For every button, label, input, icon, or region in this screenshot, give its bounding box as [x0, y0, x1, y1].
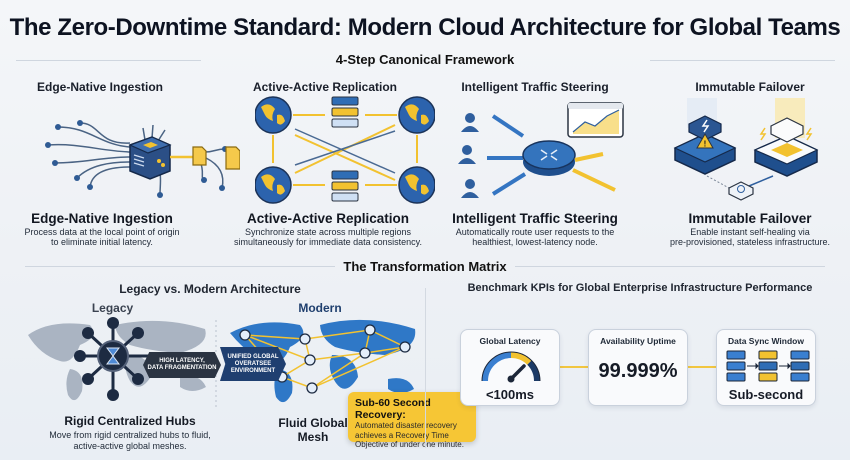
recovery-callout: Sub-60 Second Recovery: Automated disast…	[348, 392, 476, 449]
legacy-banner: High latency,data fragmentation	[143, 352, 221, 378]
legacy-banner-line2: data fragmentation	[147, 365, 217, 371]
svg-text:!: !	[704, 140, 707, 149]
step-desc-edge-1: Process data at the local point of origi…	[24, 227, 180, 237]
legacy-hub-nodes	[74, 317, 144, 401]
modern-label: Modern	[298, 301, 342, 315]
step-desc-edge-2: to eliminate initial latency.	[51, 237, 153, 247]
modern-caption-line1: Fluid Global	[278, 416, 348, 430]
modern-banner-line3: environment	[230, 367, 276, 374]
globe-nodes	[255, 96, 435, 204]
kpi-value-sync: Sub-second	[728, 387, 804, 402]
data-sync-icon	[726, 350, 810, 382]
step-heading-failover: Immutable Failover	[695, 80, 805, 94]
legacy-caption-line2: active-active global meshes.	[73, 441, 187, 451]
mesh-nodes	[239, 324, 411, 394]
step-heading-traffic: Intelligent Traffic Steering	[461, 80, 609, 94]
step-heading-replication: Active-Active Replication	[252, 80, 398, 94]
kpi-card-latency: Global Latency <100ms	[460, 329, 560, 406]
divider	[16, 60, 201, 61]
panel-divider	[425, 288, 426, 448]
server-failover-icon: !	[673, 98, 819, 201]
callout-line2: achieves a Recovery Time	[355, 430, 449, 440]
step-desc-failover-1: Enable instant self-healing via	[690, 227, 810, 237]
modern-caption-line2: Mesh	[297, 430, 329, 444]
kpi-card-sync: Data Sync Window Sub-second	[716, 329, 816, 406]
kpi-title: Benchmark KPIs for Global Enterprise Inf…	[467, 282, 813, 294]
legacy-banner-line1: High latency,	[159, 358, 205, 364]
divider	[25, 266, 335, 267]
router-icon	[458, 102, 624, 198]
callout-line3: Objective of under one minute.	[355, 440, 464, 449]
modern-banner: Unified globaloveratseeenvironment	[220, 347, 286, 381]
kpi-connector	[559, 366, 589, 368]
kpi-label-uptime: Availability Uptime	[600, 336, 676, 346]
step-desc-traffic-1: Automatically route user requests to the	[455, 227, 615, 237]
step-heading-edge: Edge-Native Ingestion	[36, 80, 164, 94]
legacy-caption-line1: Move from rigid centralized hubs to flui…	[49, 430, 211, 440]
divider	[515, 266, 825, 267]
step-title-replication: Active-Active Replication	[246, 211, 410, 226]
step-title-edge: Edge-Native Ingestion	[31, 211, 173, 226]
comparison-title: Legacy vs. Modern Architecture	[119, 282, 301, 296]
step-desc-failover-2: pre-provisioned, stateless infrastructur…	[669, 237, 831, 247]
step-desc-traffic-2: healthiest, lowest-latency node.	[472, 237, 598, 247]
legacy-label: Legacy	[91, 301, 134, 315]
modern-banner-line1: Unified global	[227, 353, 279, 360]
kpi-value-latency: <100ms	[485, 387, 535, 402]
globe-replication-icon	[255, 96, 435, 204]
kpi-value-uptime: 99.999%	[598, 360, 678, 382]
kpi-label-latency: Global Latency	[479, 336, 541, 346]
modern-banner-line2: overatsee	[234, 360, 272, 367]
step-desc-replication-2: simultaneously for immediate data consis…	[234, 237, 422, 247]
architecture-comparison-illustration	[28, 317, 416, 410]
callout-line1: Automated disaster recovery	[355, 421, 457, 430]
step-title-failover: Immutable Failover	[688, 211, 812, 226]
step-desc-replication-1: Synchronize state across multiple region…	[244, 227, 412, 237]
matrix-section-label: The Transformation Matrix	[343, 259, 507, 274]
edge-cube-icon	[45, 120, 240, 198]
framework-section-label: 4-Step Canonical Framework	[335, 52, 515, 67]
gauge-icon	[481, 351, 541, 383]
step-title-traffic: Intelligent Traffic Steering	[452, 211, 618, 226]
kpi-connector	[687, 366, 717, 368]
divider	[650, 60, 835, 61]
page-title: The Zero-Downtime Standard: Modern Cloud…	[9, 14, 841, 41]
kpi-label-sync: Data Sync Window	[728, 336, 804, 346]
callout-title: Sub-60 Second Recovery:	[355, 397, 431, 421]
kpi-card-uptime: Availability Uptime 99.999%	[588, 329, 688, 406]
legacy-caption-title: Rigid Centralized Hubs	[64, 414, 196, 428]
